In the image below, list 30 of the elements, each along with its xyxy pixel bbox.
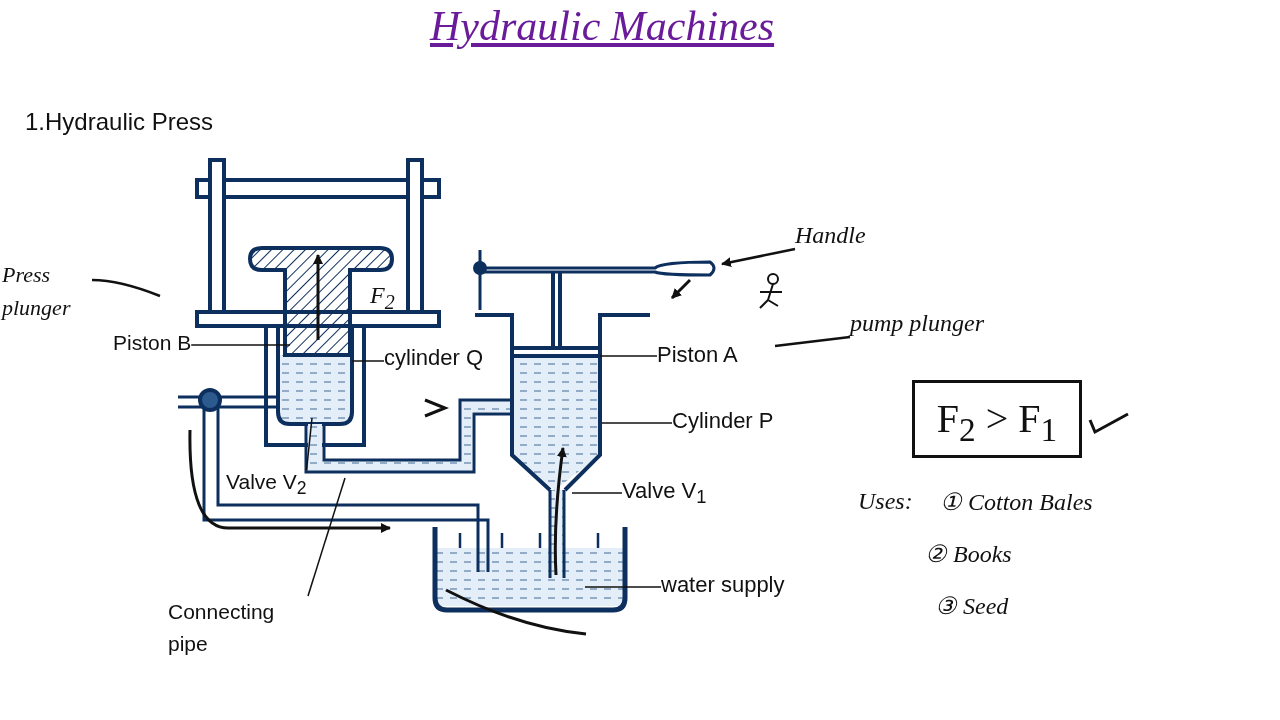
part-label: Piston B bbox=[113, 331, 192, 355]
list-item: ③ Seed bbox=[935, 592, 1009, 620]
leader-line bbox=[584, 586, 662, 588]
leader-line bbox=[774, 335, 851, 348]
part-label: pump plunger bbox=[850, 310, 984, 337]
list-heading: Uses: bbox=[858, 488, 913, 515]
arrow bbox=[721, 247, 796, 268]
leader-line bbox=[599, 355, 658, 357]
leader-line bbox=[91, 278, 161, 298]
leader-line bbox=[571, 492, 623, 494]
part-label: Cylinder P bbox=[672, 408, 774, 434]
part-label: cylinder Q bbox=[384, 345, 484, 371]
leader-line bbox=[190, 344, 291, 346]
part-label: Connecting pipe bbox=[168, 596, 308, 659]
leader-line bbox=[601, 422, 673, 424]
part-label: Press plunger bbox=[2, 258, 92, 324]
part-label: water supply bbox=[661, 572, 785, 598]
title: Hydraulic Machines bbox=[430, 2, 775, 50]
part-label: Valve V$_{2}$ bbox=[226, 470, 307, 500]
part-label: Valve V$_{1}$ bbox=[622, 478, 707, 509]
list-item: ② Books bbox=[925, 540, 1012, 568]
leader-line bbox=[305, 417, 313, 471]
leader-line bbox=[307, 477, 346, 597]
force-label: F$_{2}$ bbox=[370, 282, 395, 314]
section-heading: 1.Hydraulic Press bbox=[25, 108, 214, 136]
formula-box: F$_{2}$ > F$_{1}$ bbox=[912, 380, 1082, 458]
part-label: Piston A bbox=[657, 342, 738, 368]
part-label: Handle bbox=[795, 222, 866, 249]
list-item: ① Cotton Bales bbox=[940, 488, 1093, 516]
leader-line bbox=[351, 360, 385, 362]
